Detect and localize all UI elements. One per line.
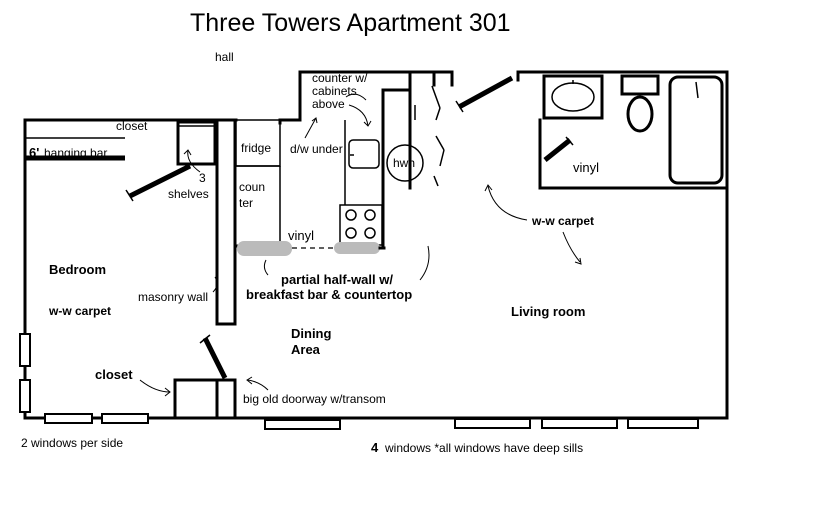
masonry-wall-label: masonry wall — [138, 290, 208, 304]
living-room-label: Living room — [511, 304, 585, 319]
counter-label-2: ter — [239, 196, 253, 210]
window-bottom-5 — [541, 418, 618, 429]
window-bottom-1 — [44, 413, 93, 424]
window-left-2 — [19, 379, 31, 413]
window-left-1 — [19, 333, 31, 367]
shelves-num: 3 — [199, 171, 206, 185]
hanging-bar-label: hanging bar — [44, 146, 107, 160]
partial-half-wall — [233, 241, 386, 256]
plan-title: Three Towers Apartment 301 — [190, 9, 511, 37]
counter-cab-label-1: counter w/ — [312, 71, 368, 85]
ww-carpet-living-label: w-w carpet — [531, 214, 594, 228]
bedroom-label: Bedroom — [49, 262, 106, 277]
vinyl-kitchen-label: vinyl — [288, 228, 314, 243]
kitchen — [235, 88, 412, 250]
windows-note: windows *all windows have deep sills — [384, 441, 583, 455]
counter-cab-label-2: cabinets — [312, 84, 357, 98]
counter-label-1: coun — [239, 180, 265, 194]
window-bottom-2 — [101, 413, 149, 424]
windows — [19, 333, 699, 430]
closet-bottom-label: closet — [95, 367, 133, 382]
fridge-label: fridge — [241, 141, 271, 155]
hwh-label: hwh — [393, 156, 415, 170]
hall-label: hall — [215, 50, 234, 64]
window-bottom-3 — [264, 419, 341, 430]
shelves-arrow — [187, 149, 201, 173]
partial-wall-label-2: breakfast bar & countertop — [246, 287, 412, 302]
hanging-bar-num: 6' — [29, 145, 39, 160]
hwh-closet — [386, 70, 445, 190]
top-closet — [25, 120, 217, 202]
partial-wall-label-1: partial half-wall w/ — [281, 272, 393, 287]
masonry-wall — [215, 118, 237, 326]
ww-carpet-bedroom-label: w-w carpet — [48, 304, 111, 318]
vinyl-bath-label: vinyl — [573, 160, 599, 175]
shelves-label: shelves — [168, 187, 209, 201]
closet-top-label: closet — [116, 119, 148, 133]
bottom-closet — [173, 334, 237, 420]
windows-side-note: 2 windows per side — [21, 436, 123, 450]
dining-label-2: Area — [291, 342, 321, 357]
windows-count: 4 — [371, 440, 379, 455]
bathroom — [455, 74, 724, 188]
dining-label-1: Dining — [291, 326, 331, 341]
window-bottom-4 — [454, 418, 531, 429]
window-bottom-6 — [627, 418, 699, 429]
dw-under-label: d/w under — [290, 142, 343, 156]
doorway-label: big old doorway w/transom — [243, 392, 386, 406]
counter-cab-label-3: above — [312, 97, 345, 111]
